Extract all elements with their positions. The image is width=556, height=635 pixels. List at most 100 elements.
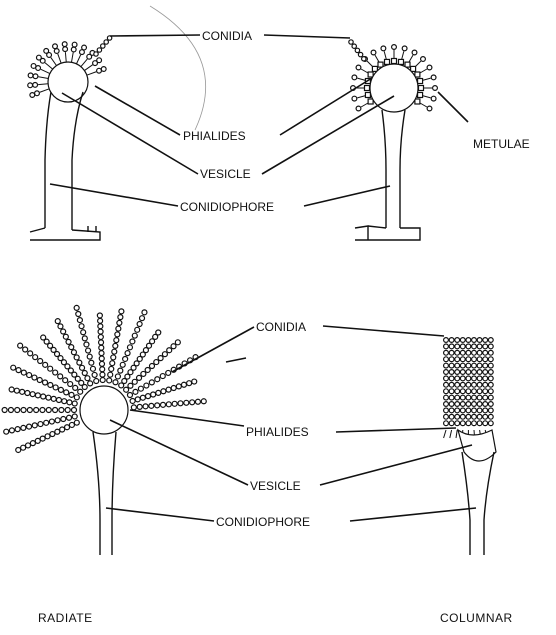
- conidium: [21, 408, 26, 413]
- phialide: [41, 69, 50, 73]
- conidium: [472, 408, 477, 413]
- conidium: [9, 387, 14, 392]
- conidium: [455, 389, 460, 394]
- conidium: [27, 424, 32, 429]
- conidium: [460, 421, 465, 426]
- conidium: [48, 366, 53, 371]
- conidium: [65, 408, 70, 413]
- conidium: [111, 355, 116, 360]
- metula: [365, 86, 370, 91]
- conidium: [472, 382, 477, 387]
- conidium: [94, 379, 99, 384]
- conidium: [138, 386, 143, 391]
- conidium: [466, 421, 471, 426]
- conidium: [187, 381, 192, 386]
- conidium: [67, 400, 72, 405]
- conidium: [53, 370, 58, 375]
- conidium: [466, 350, 471, 355]
- conidium: [427, 106, 432, 111]
- conidium: [58, 374, 63, 379]
- phialide: [423, 78, 431, 80]
- conidium: [455, 338, 460, 343]
- conidium: [124, 387, 129, 392]
- conidium: [483, 344, 488, 349]
- conidium: [115, 332, 120, 337]
- conidium: [444, 370, 449, 375]
- conidium: [176, 384, 181, 389]
- conidium: [113, 343, 118, 348]
- conidium: [444, 376, 449, 381]
- conidium: [82, 45, 87, 50]
- metula: [398, 59, 403, 64]
- conidium: [74, 355, 79, 360]
- conidium: [115, 374, 120, 379]
- conidium: [99, 356, 104, 361]
- top-right-foot-cell: [355, 226, 420, 240]
- conidium: [59, 408, 64, 413]
- conidium: [48, 382, 53, 387]
- conidium: [69, 345, 74, 350]
- conidium: [58, 387, 63, 392]
- conidium: [51, 396, 56, 401]
- conidium: [8, 408, 13, 413]
- conidium: [86, 348, 91, 353]
- conidium: [455, 363, 460, 368]
- phialide: [87, 72, 96, 75]
- conidium: [89, 360, 94, 365]
- conidium: [449, 408, 454, 413]
- conidium: [444, 414, 449, 419]
- conidium: [50, 432, 55, 437]
- phialide: [409, 55, 413, 62]
- conidium: [28, 83, 33, 88]
- phialide: [420, 103, 427, 107]
- conidium: [21, 425, 26, 430]
- conidium: [466, 363, 471, 368]
- radiate-vesicle: [80, 386, 128, 434]
- conidium: [141, 371, 146, 376]
- conidium: [67, 415, 72, 420]
- conidium: [472, 338, 477, 343]
- conidium: [140, 395, 145, 400]
- metula: [368, 72, 373, 77]
- conidium: [65, 425, 70, 430]
- radiate-head: [2, 305, 206, 555]
- conidium: [460, 370, 465, 375]
- stray-mark: [226, 358, 246, 362]
- conidium: [449, 344, 454, 349]
- conidium: [201, 399, 206, 404]
- label-vesicle-top: VESICLE: [200, 167, 251, 181]
- conidium: [82, 336, 87, 341]
- conidium: [36, 55, 41, 60]
- conidium: [449, 382, 454, 387]
- caption-columnar: COLUMNAR: [440, 611, 513, 625]
- conidium: [477, 376, 482, 381]
- conidium: [472, 370, 477, 375]
- conidium: [117, 320, 122, 325]
- conidium: [472, 350, 477, 355]
- conidium: [460, 338, 465, 343]
- conidium: [460, 344, 465, 349]
- conidium: [38, 359, 43, 364]
- conidium: [135, 397, 140, 402]
- phialide: [420, 69, 427, 73]
- conidium: [74, 305, 79, 310]
- conidium: [53, 385, 58, 390]
- top-right-vesicle: [370, 64, 418, 112]
- conidium: [118, 315, 123, 320]
- phialide: [45, 63, 53, 69]
- phialide: [450, 430, 452, 438]
- conidium: [28, 351, 33, 356]
- conidium: [71, 47, 76, 52]
- conidium: [466, 376, 471, 381]
- conidium: [477, 350, 482, 355]
- label-phialides-bottom: PHIALIDES: [246, 425, 309, 439]
- conidium: [146, 394, 151, 399]
- conidium: [444, 389, 449, 394]
- conidium: [455, 376, 460, 381]
- metula: [418, 79, 423, 84]
- conidium: [71, 350, 76, 355]
- conidium: [73, 385, 78, 390]
- conidium: [56, 398, 61, 403]
- leader-vesicle-bottom-left: [110, 420, 248, 485]
- conidium: [167, 348, 172, 353]
